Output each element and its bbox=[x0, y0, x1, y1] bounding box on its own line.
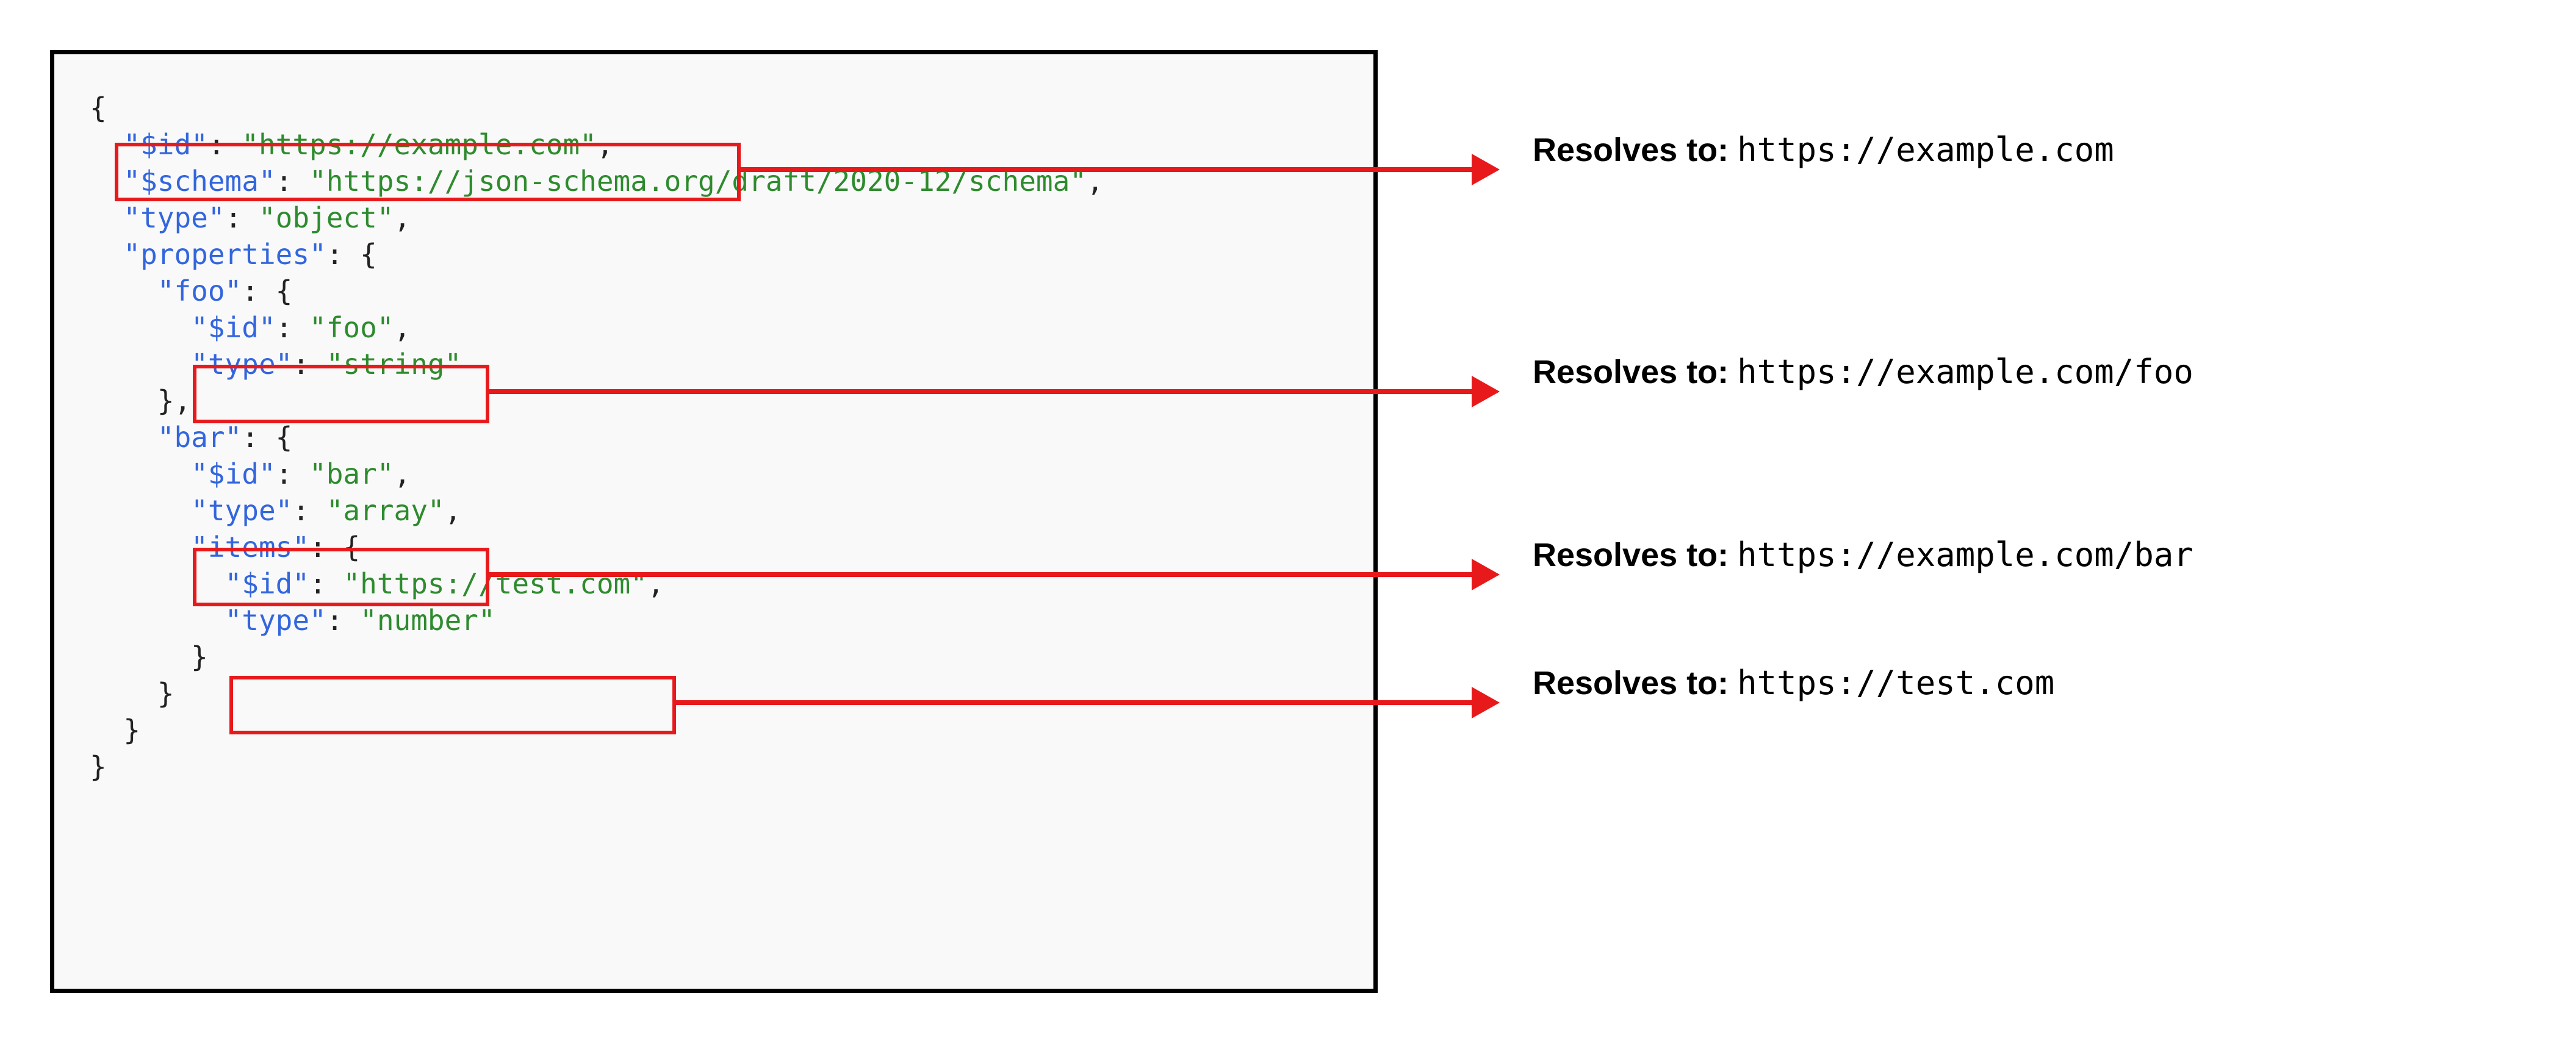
code-line: "type": "array", bbox=[90, 492, 1104, 529]
code-line: "items": { bbox=[90, 529, 1104, 565]
code-line: "$id": "foo", bbox=[90, 309, 1104, 346]
json-colon: : bbox=[242, 274, 276, 307]
json-punct: }, bbox=[157, 384, 192, 417]
json-key: "bar" bbox=[157, 421, 242, 454]
resolved-url: https://example.com/bar bbox=[1737, 536, 2193, 574]
json-punct: { bbox=[275, 274, 293, 307]
json-punct: { bbox=[90, 91, 107, 124]
json-colon: : bbox=[275, 165, 310, 198]
json-colon: : bbox=[242, 421, 276, 454]
code-line: "$id": "https://test.com", bbox=[90, 565, 1104, 602]
resolved-url: https://example.com/foo bbox=[1737, 353, 2193, 391]
code-line: "$id": "bar", bbox=[90, 456, 1104, 492]
json-colon: : bbox=[309, 531, 344, 564]
resolve-annotation: Resolves to:https://example.com/bar bbox=[1533, 536, 2193, 574]
arrow-shaft bbox=[489, 572, 1472, 577]
json-key: "$id" bbox=[225, 567, 310, 600]
code-line: } bbox=[90, 712, 1104, 748]
arrow-head-icon bbox=[1472, 154, 1500, 185]
json-colon: : bbox=[292, 348, 326, 381]
json-punct: , bbox=[596, 128, 614, 161]
json-key: "foo" bbox=[157, 274, 242, 307]
code-line: "bar": { bbox=[90, 419, 1104, 456]
arrow-shaft bbox=[676, 700, 1472, 705]
json-punct: , bbox=[394, 311, 411, 344]
arrow-head-icon bbox=[1472, 687, 1500, 719]
json-key: "items" bbox=[191, 531, 310, 564]
resolve-annotation: Resolves to:https://example.com bbox=[1533, 131, 2114, 169]
json-punct: { bbox=[343, 531, 361, 564]
json-colon: : bbox=[275, 457, 310, 490]
resolve-annotation: Resolves to:https://example.com/foo bbox=[1533, 353, 2193, 391]
code-line: "$id": "https://example.com", bbox=[90, 126, 1104, 163]
json-punct: { bbox=[275, 421, 293, 454]
json-key: "type" bbox=[225, 604, 326, 637]
json-colon: : bbox=[207, 128, 242, 161]
code-line: "type": "string" bbox=[90, 346, 1104, 382]
json-colon: : bbox=[326, 238, 361, 271]
json-punct: , bbox=[444, 494, 462, 527]
json-key: "$schema" bbox=[123, 165, 276, 198]
json-value: "bar" bbox=[309, 457, 394, 490]
json-value: "object" bbox=[258, 201, 394, 234]
code-line: "type": "object", bbox=[90, 199, 1104, 236]
arrow-head-icon bbox=[1472, 559, 1500, 590]
resolve-label: Resolves to: bbox=[1533, 132, 1729, 168]
json-colon: : bbox=[326, 604, 361, 637]
json-key: "$id" bbox=[191, 311, 276, 344]
code-line: }, bbox=[90, 382, 1104, 419]
json-key: "type" bbox=[123, 201, 225, 234]
json-key: "$id" bbox=[123, 128, 208, 161]
json-code-listing: { "$id": "https://example.com", "$schema… bbox=[90, 90, 1104, 785]
json-value: "foo" bbox=[309, 311, 394, 344]
json-colon: : bbox=[275, 311, 310, 344]
json-punct: , bbox=[394, 457, 411, 490]
json-key: "type" bbox=[191, 348, 293, 381]
json-key: "$id" bbox=[191, 457, 276, 490]
resolve-label: Resolves to: bbox=[1533, 354, 1729, 390]
code-line: "foo": { bbox=[90, 273, 1104, 309]
json-punct: , bbox=[394, 201, 411, 234]
json-value: "https://example.com" bbox=[242, 128, 597, 161]
arrow-shaft bbox=[489, 389, 1472, 394]
resolve-annotation: Resolves to:https://test.com bbox=[1533, 664, 2054, 702]
json-punct: } bbox=[90, 750, 107, 783]
resolve-label: Resolves to: bbox=[1533, 537, 1729, 573]
code-line: "type": "number" bbox=[90, 602, 1104, 639]
json-colon: : bbox=[225, 201, 259, 234]
arrow-shaft bbox=[741, 167, 1472, 172]
json-value: "array" bbox=[326, 494, 445, 527]
json-punct: } bbox=[157, 677, 174, 710]
code-line: } bbox=[90, 675, 1104, 712]
json-key: "properties" bbox=[123, 238, 326, 271]
json-key: "type" bbox=[191, 494, 293, 527]
json-colon: : bbox=[309, 567, 344, 600]
resolved-url: https://example.com bbox=[1737, 131, 2114, 169]
json-value: "number" bbox=[360, 604, 495, 637]
resolve-label: Resolves to: bbox=[1533, 665, 1729, 701]
arrow-head-icon bbox=[1472, 376, 1500, 407]
json-code-block: { "$id": "https://example.com", "$schema… bbox=[50, 50, 1378, 993]
code-line: } bbox=[90, 748, 1104, 785]
code-line: } bbox=[90, 639, 1104, 675]
resolved-url: https://test.com bbox=[1737, 664, 2055, 702]
json-colon: : bbox=[292, 494, 326, 527]
json-punct: } bbox=[191, 640, 208, 673]
code-line: "properties": { bbox=[90, 236, 1104, 273]
json-value: "string" bbox=[326, 348, 462, 381]
json-punct: } bbox=[123, 714, 141, 747]
code-line: { bbox=[90, 90, 1104, 126]
json-punct: { bbox=[360, 238, 377, 271]
